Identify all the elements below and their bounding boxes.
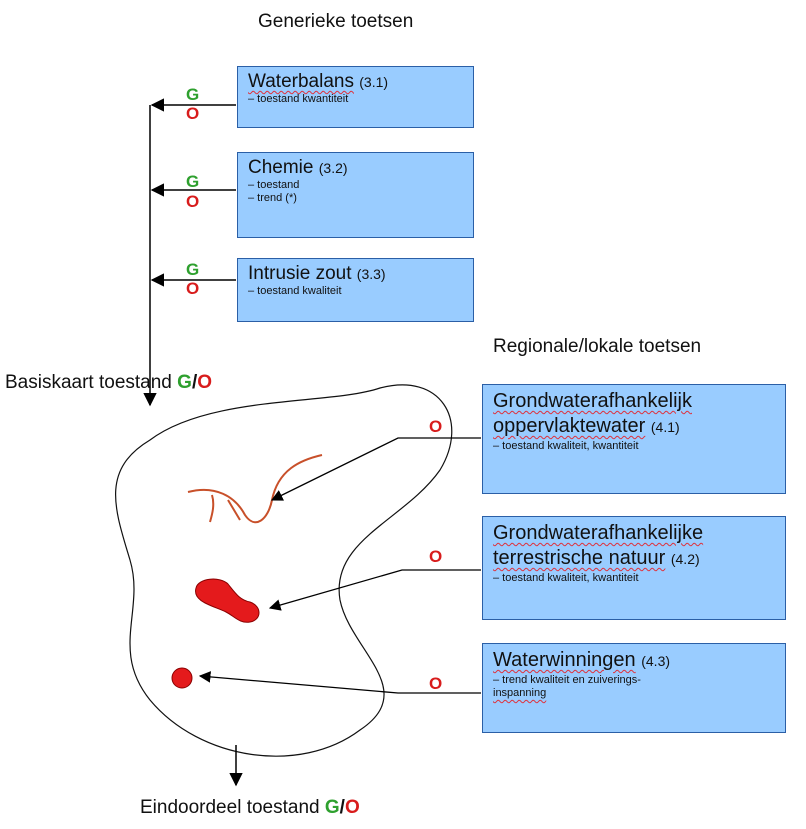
connector-waterwinningen — [198, 671, 481, 694]
waterwinningen-box: Waterwinningen (4.3) – trend kwaliteit e… — [482, 643, 786, 733]
status-separator: / — [339, 797, 345, 818]
status-g: G — [186, 85, 200, 104]
basiskaart-text: Basiskaart toestand — [5, 372, 172, 393]
connector-natuur — [268, 569, 481, 611]
basiskaart-label: Basiskaart toestand G/O — [5, 372, 212, 394]
map-region-outline — [115, 384, 453, 757]
box-number: (3.2) — [318, 160, 348, 176]
box-number: (4.1) — [650, 419, 680, 435]
status-o: O — [429, 547, 443, 566]
status-separator: / — [191, 372, 198, 393]
eindoordeel-text: Eindoordeel toestand — [140, 797, 320, 818]
eindoordeel-label: Eindoordeel toestand G/O — [140, 797, 360, 819]
generic-tests-heading: Generieke toetsen — [258, 11, 414, 32]
box-subtitle: – trend kwaliteit en zuiverings- — [493, 674, 641, 686]
box-title: Chemie — [248, 157, 314, 178]
box-title-line2: oppervlaktewater — [493, 415, 646, 437]
intrusie-zout-box: Intrusie zout (3.3) – toestand kwaliteit — [237, 258, 474, 322]
box-title: Waterbalans — [248, 71, 354, 92]
box-title-line2: terrestrische natuur — [493, 547, 666, 569]
status-g: G — [324, 797, 340, 818]
nature-blob — [195, 578, 260, 623]
box-subtitle: – toestand — [248, 179, 300, 191]
waterwinning-dot — [171, 667, 193, 689]
status-o: O — [344, 797, 360, 818]
waterbalans-box: Waterbalans (3.1) – toestand kwantiteit — [237, 66, 474, 128]
status-o: O — [186, 104, 200, 123]
terrestrische-natuur-box: Grondwaterafhankelijke terrestrische nat… — [482, 516, 786, 620]
status-o: O — [429, 417, 443, 436]
box-subtitle: – toestand kwaliteit, kwantiteit — [493, 440, 639, 452]
box-number: (4.3) — [641, 653, 671, 669]
status-o: O — [429, 674, 443, 693]
box-number: (3.3) — [356, 266, 386, 282]
box-subtitle: – toestand kwantiteit — [248, 93, 349, 105]
box-subtitle: inspanning — [493, 687, 547, 699]
status-o: O — [186, 279, 200, 298]
box-title: Intrusie zout — [248, 263, 352, 284]
status-g: G — [177, 372, 192, 393]
box-number: (3.1) — [359, 74, 389, 90]
chemie-box: Chemie (3.2) – toestand – trend (*) — [237, 152, 474, 238]
box-title-line1: Grondwaterafhankelijk — [493, 390, 692, 412]
river-feature — [187, 454, 323, 524]
oppervlaktewater-box: Grondwaterafhankelijk oppervlaktewater (… — [482, 384, 786, 494]
box-title-line1: Waterwinningen — [493, 649, 636, 671]
status-g: G — [186, 172, 200, 191]
status-o: O — [186, 192, 200, 211]
connector-oppervlaktewater — [270, 437, 481, 501]
regional-tests-heading: Regionale/lokale toetsen — [493, 336, 702, 357]
status-g: G — [186, 260, 200, 279]
box-subtitle: – trend (*) — [248, 192, 297, 204]
box-title-line1: Grondwaterafhankelijke — [493, 522, 704, 544]
box-number: (4.2) — [670, 551, 700, 567]
box-subtitle: – toestand kwaliteit, kwantiteit — [493, 572, 639, 584]
status-o: O — [197, 372, 212, 393]
box-subtitle: – toestand kwaliteit — [248, 285, 342, 297]
